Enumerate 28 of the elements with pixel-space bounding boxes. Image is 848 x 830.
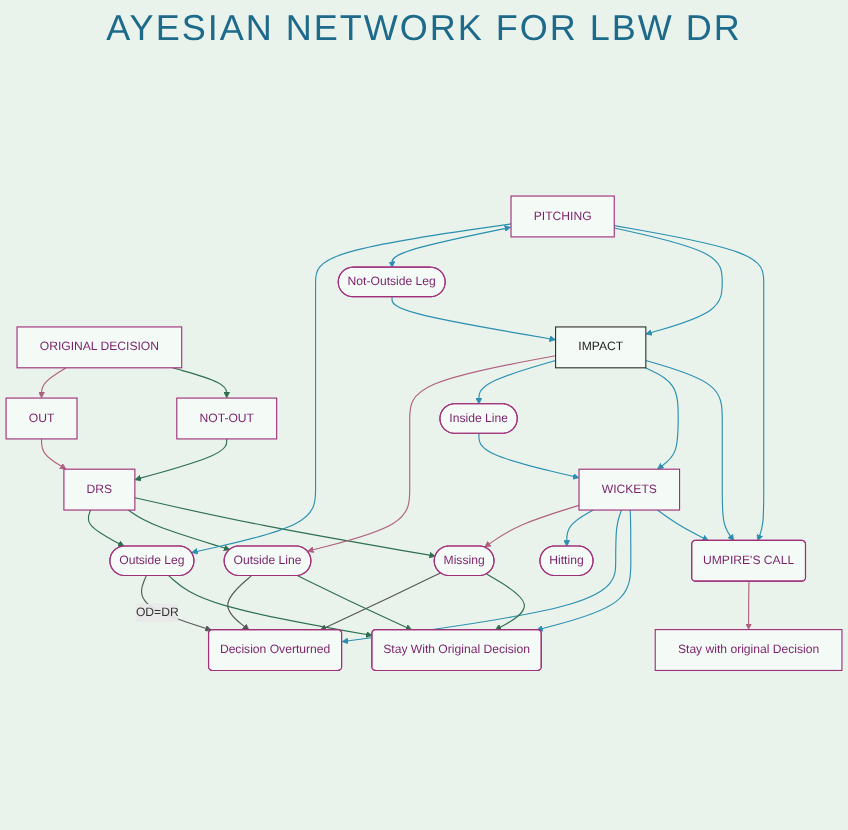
arrow (87, 510, 125, 548)
diagram-title: AYESIAN NETWORK FOR LBW DR (104, 8, 744, 50)
arrow (563, 510, 594, 548)
arrow (656, 510, 709, 542)
arrow (388, 226, 511, 269)
arrow (478, 433, 580, 481)
arrow (475, 360, 557, 406)
arrow (320, 573, 442, 632)
arrow (645, 360, 735, 542)
arrow (140, 576, 212, 633)
arrow (486, 574, 525, 631)
arrow (227, 576, 252, 631)
arrow (168, 576, 373, 639)
arrow (191, 224, 512, 556)
arrow (38, 368, 67, 400)
arrow (613, 228, 723, 337)
arrow (297, 576, 413, 632)
arrow (536, 510, 632, 633)
arrow (134, 439, 228, 483)
arrow (484, 505, 580, 549)
arrow (391, 297, 556, 343)
arrow (613, 225, 765, 542)
arrow (127, 510, 231, 552)
arrow (307, 355, 557, 554)
arrow (644, 368, 679, 471)
arrow (745, 581, 752, 631)
arrow (134, 497, 436, 560)
arrow (40, 439, 67, 471)
